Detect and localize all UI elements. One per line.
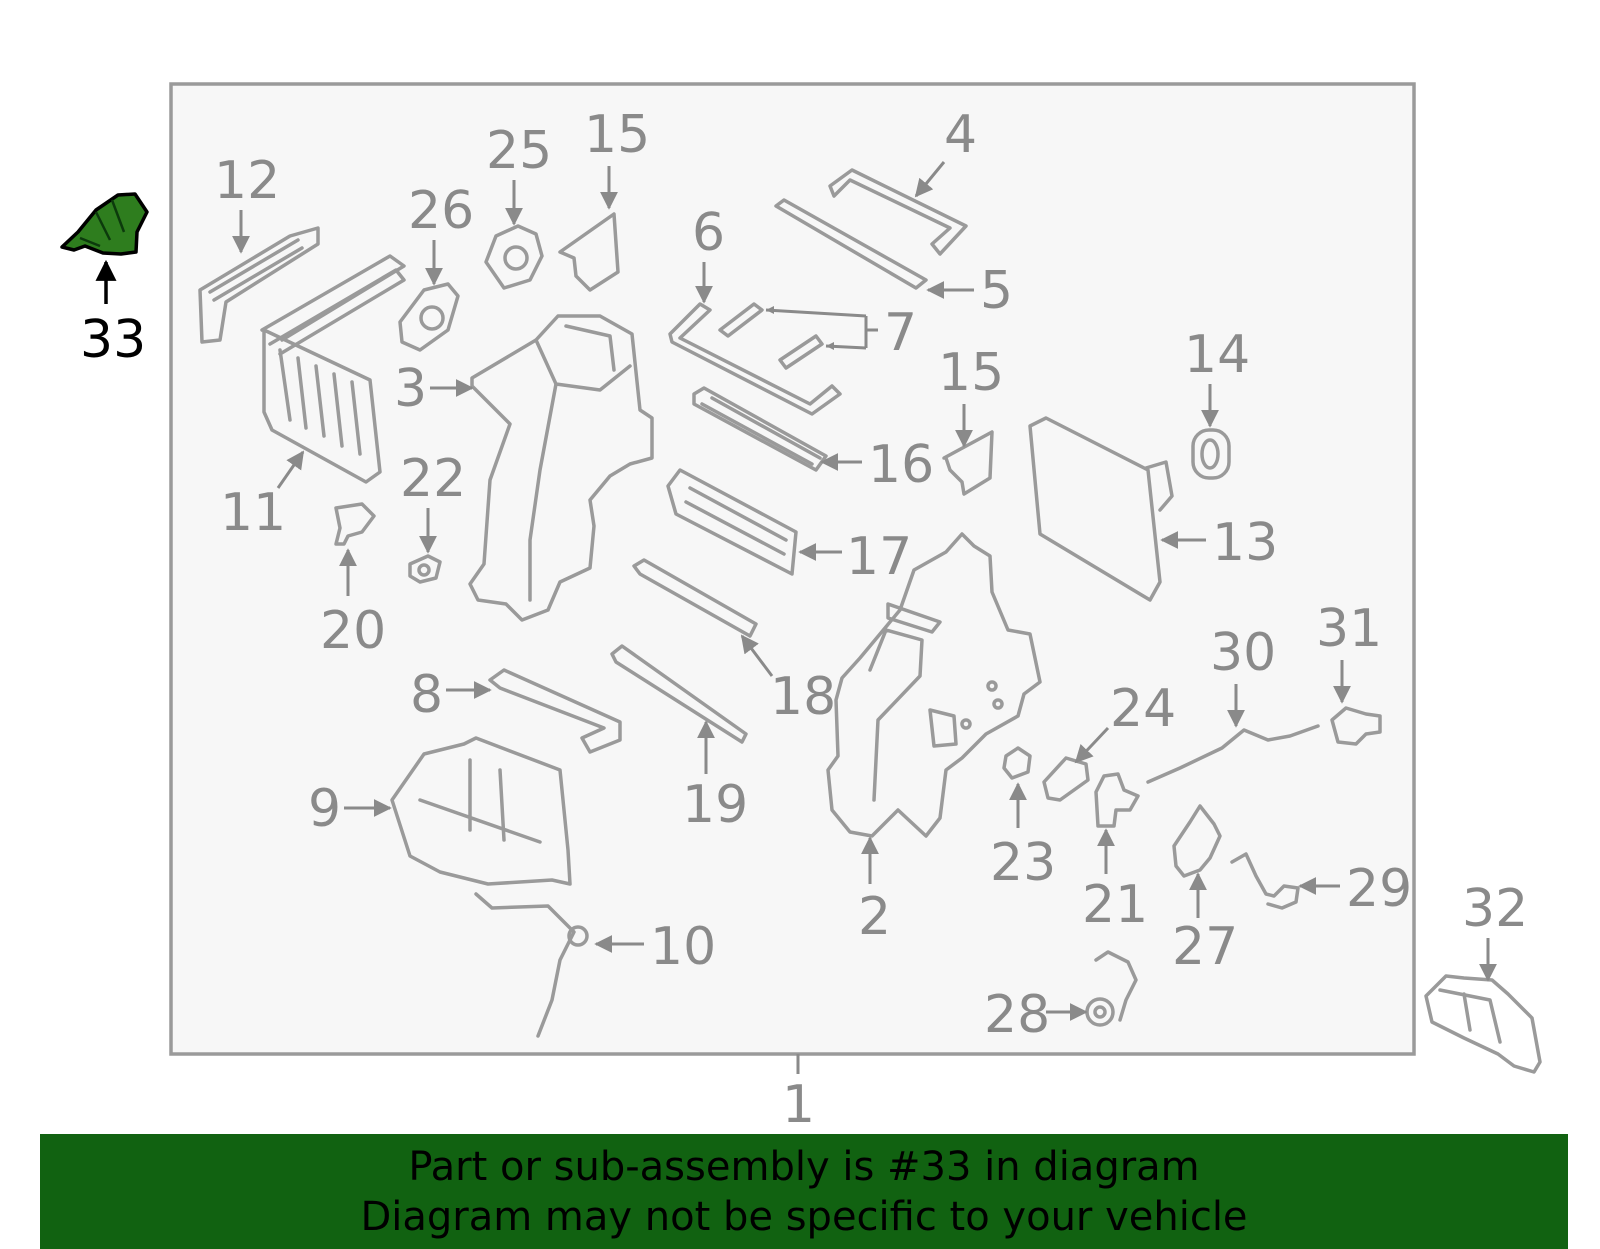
label-5: 5 <box>980 261 1013 321</box>
part-16: 16 <box>692 386 934 495</box>
label-15-top: 15 <box>584 105 650 165</box>
part-10: 10 <box>474 892 716 1038</box>
label-3: 3 <box>394 359 427 419</box>
label-19: 19 <box>682 775 748 835</box>
label-20: 20 <box>320 601 386 661</box>
part-4: 4 <box>828 105 977 256</box>
part-21: 21 <box>1082 772 1148 935</box>
part-28: 28 <box>984 950 1138 1045</box>
part-22: 22 <box>400 449 466 584</box>
part-30: 30 <box>1146 623 1320 784</box>
label-33: 33 <box>80 310 146 370</box>
part-15-top: 15 <box>558 105 650 292</box>
label-10: 10 <box>650 917 716 977</box>
part-26: 26 <box>398 181 474 352</box>
part-11: 11 <box>220 254 406 543</box>
label-15-middle: 15 <box>938 343 1004 403</box>
label-4: 4 <box>944 105 977 165</box>
label-27: 27 <box>1172 917 1238 977</box>
part-13: 13 <box>1028 416 1278 602</box>
label-18: 18 <box>770 667 836 727</box>
part-33-highlighted[interactable]: 33 <box>60 192 149 370</box>
label-32: 32 <box>1462 879 1528 939</box>
part-15-middle: 15 <box>938 343 1004 496</box>
part-27: 27 <box>1172 804 1238 977</box>
banner-line-2: Diagram may not be specific to your vehi… <box>360 1193 1248 1240</box>
part-20: 20 <box>320 502 386 661</box>
banner-line-1: Part or sub-assembly is #33 in diagram <box>408 1143 1200 1190</box>
label-6: 6 <box>692 203 725 263</box>
part-6: 6 <box>668 203 842 416</box>
part-18: 18 <box>632 558 836 727</box>
part-8: 8 <box>410 665 622 754</box>
part-32: 32 <box>1424 879 1542 1074</box>
info-banner: Part or sub-assembly is #33 in diagram D… <box>40 1134 1568 1249</box>
part-24: 24 <box>1042 679 1176 802</box>
part-3: 3 <box>394 314 654 622</box>
part-7: 7 <box>718 302 917 370</box>
part-9: 9 <box>308 736 572 886</box>
label-2: 2 <box>858 887 891 947</box>
part-12: 12 <box>198 151 320 344</box>
label-23: 23 <box>990 833 1056 893</box>
label-28: 28 <box>984 985 1050 1045</box>
label-9: 9 <box>308 779 341 839</box>
part-19: 19 <box>610 644 748 835</box>
part-29: 29 <box>1230 852 1412 919</box>
label-1: 1 <box>782 1075 815 1135</box>
part-25: 25 <box>484 121 552 290</box>
label-25: 25 <box>486 121 552 181</box>
label-24: 24 <box>1110 679 1176 739</box>
part-17: 17 <box>666 468 912 587</box>
label-13: 13 <box>1212 513 1278 573</box>
part-23: 23 <box>990 746 1056 893</box>
part-31: 31 <box>1316 599 1382 746</box>
label-26: 26 <box>408 181 474 241</box>
label-22: 22 <box>400 449 466 509</box>
part-2: 2 <box>826 532 1042 947</box>
label-12: 12 <box>214 151 280 211</box>
label-21: 21 <box>1082 875 1148 935</box>
label-7: 7 <box>884 303 917 363</box>
label-17: 17 <box>846 527 912 587</box>
label-29: 29 <box>1346 859 1412 919</box>
label-8: 8 <box>410 665 443 725</box>
label-31: 31 <box>1316 599 1382 659</box>
label-11: 11 <box>220 483 286 543</box>
label-14: 14 <box>1184 325 1250 385</box>
part-5: 5 <box>774 198 1013 321</box>
label-30: 30 <box>1210 623 1276 683</box>
label-16: 16 <box>868 435 934 495</box>
part-33-shape[interactable] <box>60 192 149 256</box>
part-14: 14 <box>1184 325 1250 480</box>
